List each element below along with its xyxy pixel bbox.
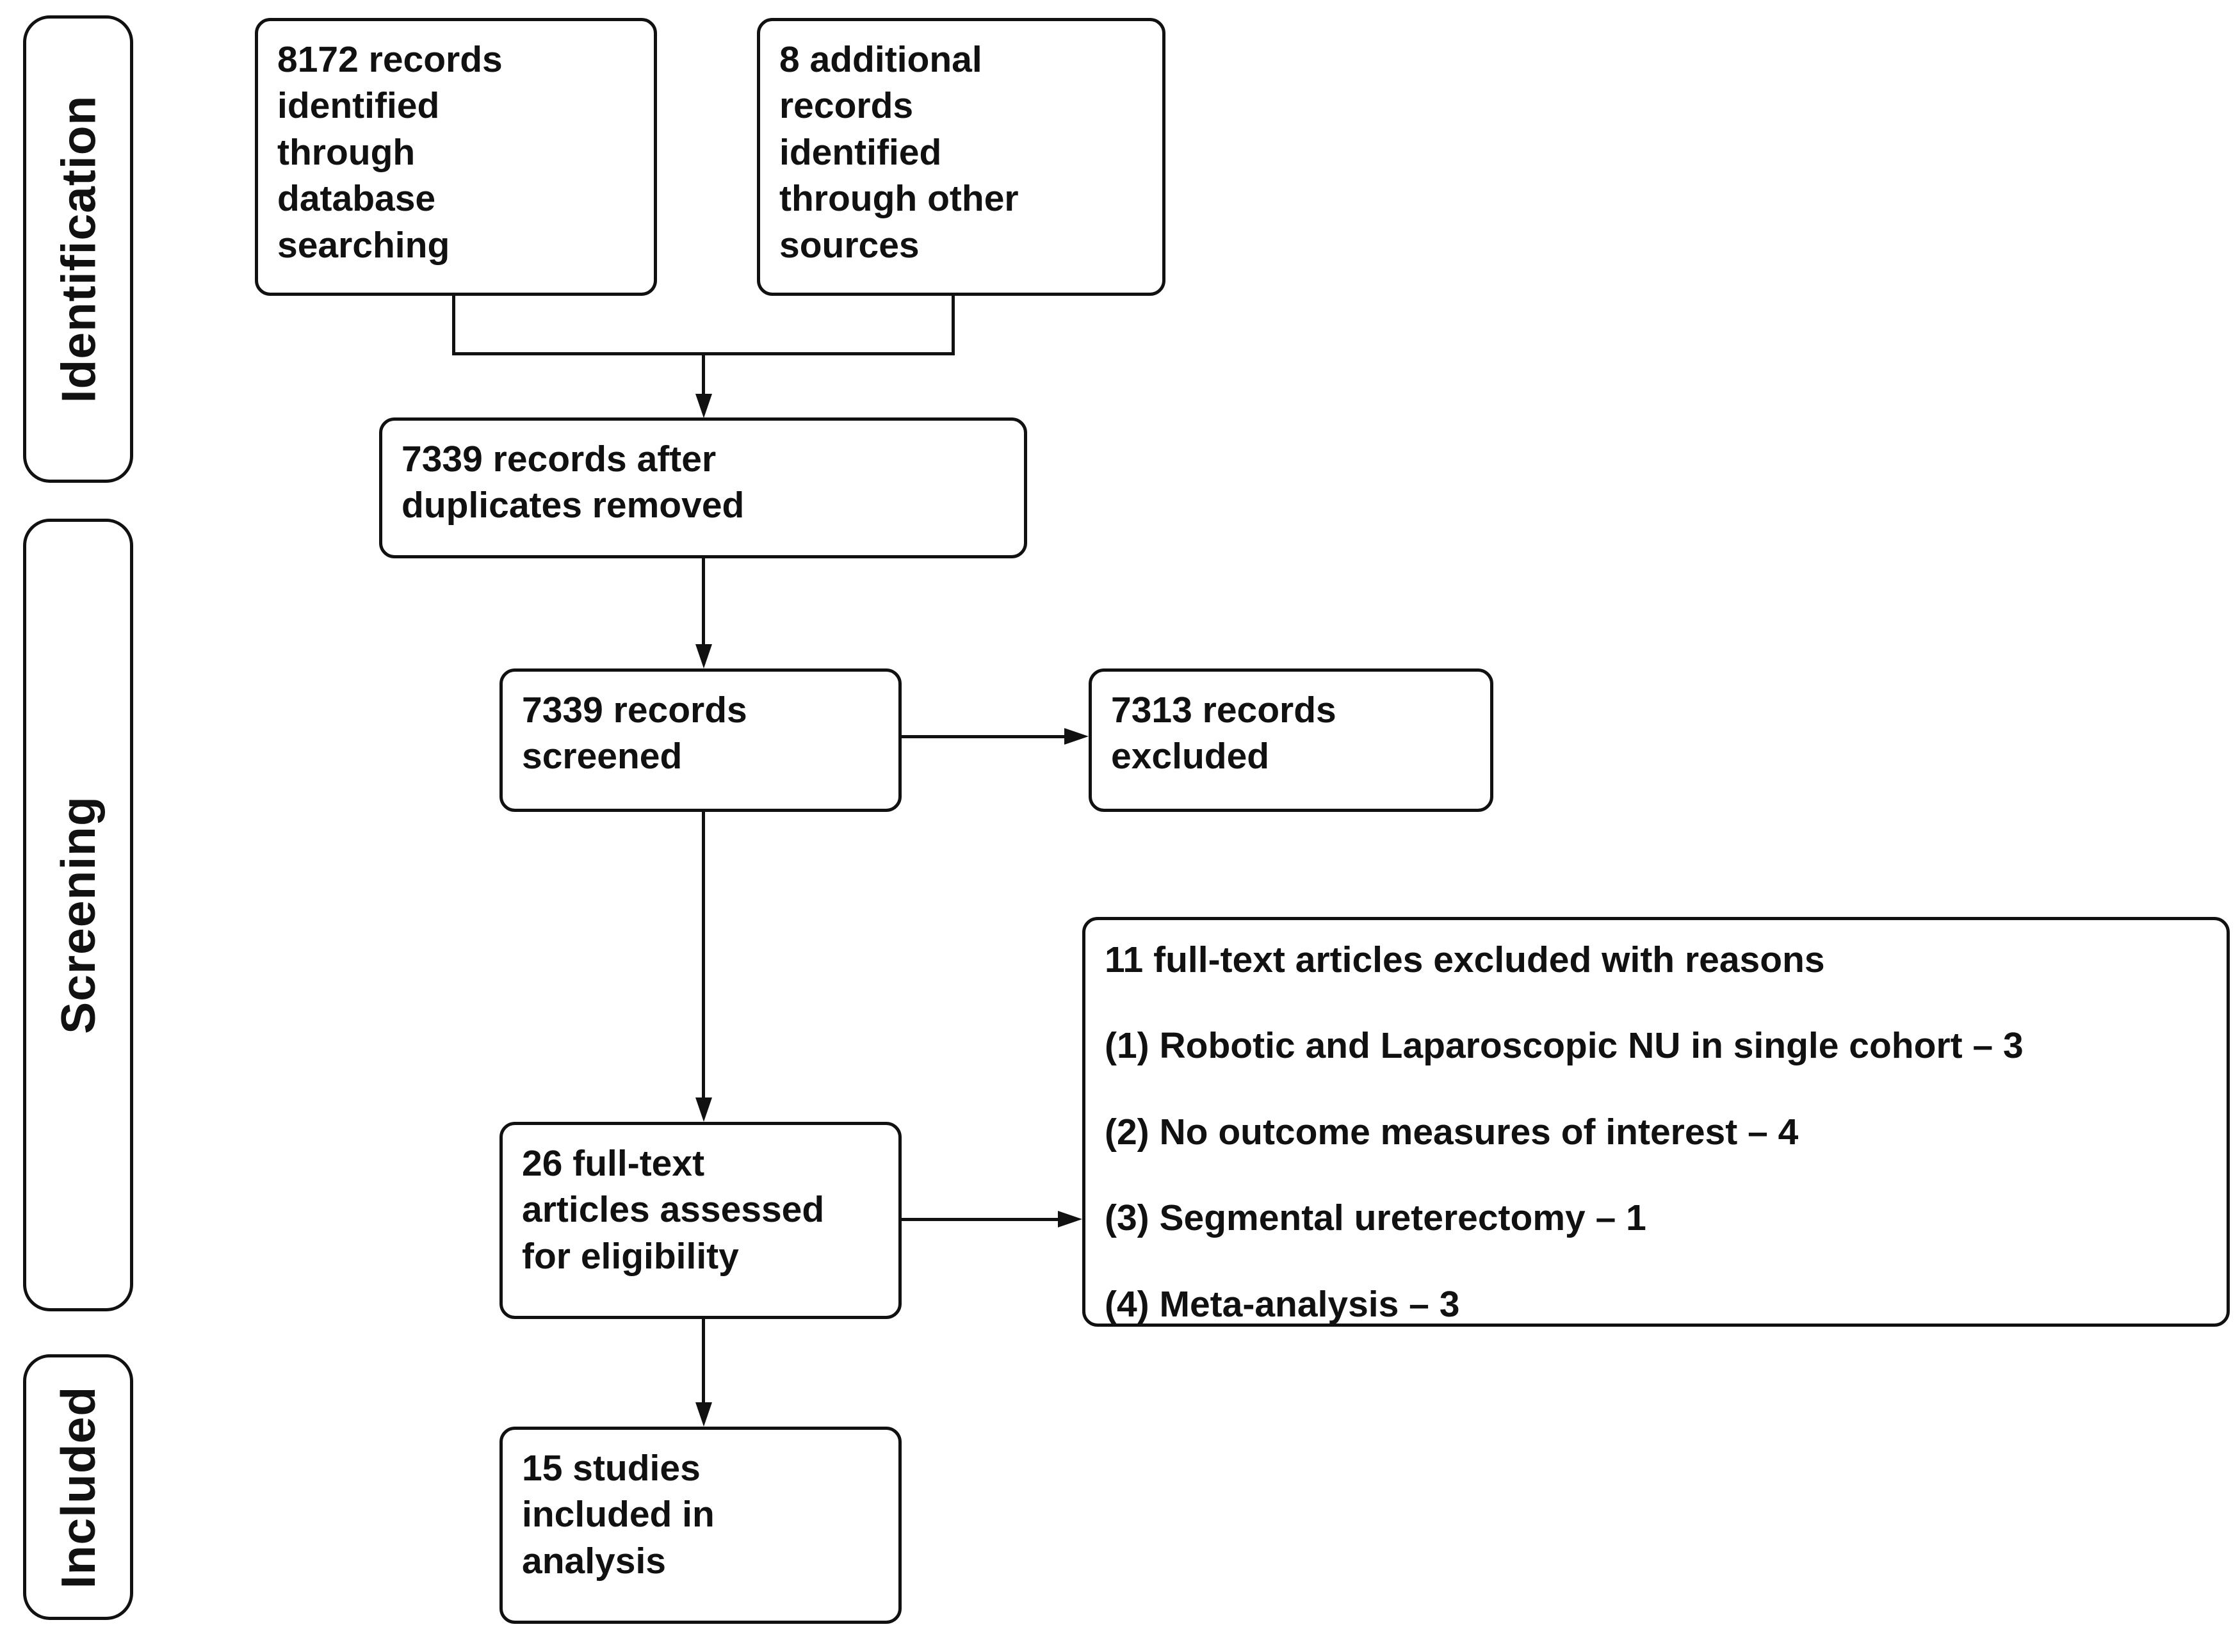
box-records-after-duplicates-removed: 7339 records after duplicates removed: [379, 417, 1027, 558]
stage-label-screening: Screening: [51, 796, 105, 1034]
exclusion-reasons-title: 11 full-text articles excluded with reas…: [1105, 939, 1825, 980]
arrowhead-into-duplicates: [695, 394, 712, 418]
box-fulltext-articles-excluded-reasons: 11 full-text articles excluded with reas…: [1082, 917, 2230, 1327]
box-records-screened-text: 7339 records screened: [522, 690, 747, 777]
connector-screened-to-assessed: [702, 811, 705, 1099]
arrowhead-into-assessed: [695, 1097, 712, 1122]
box-records-screened: 7339 records screened: [499, 668, 902, 812]
arrowhead-into-screened: [695, 644, 712, 668]
connector-database-drop: [452, 295, 455, 355]
arrowhead-into-excluded: [1064, 728, 1089, 745]
box-records-after-duplicates-removed-text: 7339 records after duplicates removed: [402, 439, 745, 526]
connector-assessed-to-reasons: [900, 1218, 1059, 1221]
exclusion-reason-3: (3) Segmental ureterectomy – 1: [1105, 1197, 1646, 1239]
box-additional-records-other-sources: 8 additional records identified through …: [757, 18, 1165, 296]
arrowhead-into-reasons: [1058, 1211, 1082, 1227]
connector-assessed-to-included: [702, 1318, 705, 1404]
box-fulltext-articles-assessed: 26 full-text articles assessed for eligi…: [499, 1122, 902, 1319]
connector-additional-drop: [952, 295, 955, 355]
stage-box-screening: Screening: [23, 519, 133, 1311]
box-studies-included-analysis: 15 studies included in analysis: [499, 1427, 902, 1624]
stage-label-identification: Identification: [51, 95, 106, 403]
box-records-identified-database: 8172 records identified through database…: [255, 18, 657, 296]
box-additional-records-other-sources-text: 8 additional records identified through …: [779, 39, 1019, 266]
connector-merge-horizontal: [452, 352, 955, 355]
stage-label-included: Included: [51, 1386, 106, 1589]
box-fulltext-articles-assessed-text: 26 full-text articles assessed for eligi…: [522, 1143, 825, 1277]
arrowhead-into-included: [695, 1402, 712, 1427]
box-records-identified-database-text: 8172 records identified through database…: [277, 39, 503, 266]
box-records-excluded-text: 7313 records excluded: [1111, 690, 1336, 777]
connector-merge-to-duplicates: [702, 354, 705, 395]
connector-screened-to-excluded: [900, 735, 1066, 738]
stage-box-included: Included: [23, 1354, 133, 1620]
box-studies-included-analysis-text: 15 studies included in analysis: [522, 1448, 715, 1582]
connector-duplicates-to-screened: [702, 557, 705, 645]
box-records-excluded: 7313 records excluded: [1089, 668, 1493, 812]
exclusion-reason-4: (4) Meta-analysis – 3: [1105, 1283, 1460, 1325]
exclusion-reason-1: (1) Robotic and Laparoscopic NU in singl…: [1105, 1025, 2024, 1067]
stage-box-identification: Identification: [23, 15, 133, 483]
exclusion-reason-2: (2) No outcome measures of interest – 4: [1105, 1111, 1799, 1153]
